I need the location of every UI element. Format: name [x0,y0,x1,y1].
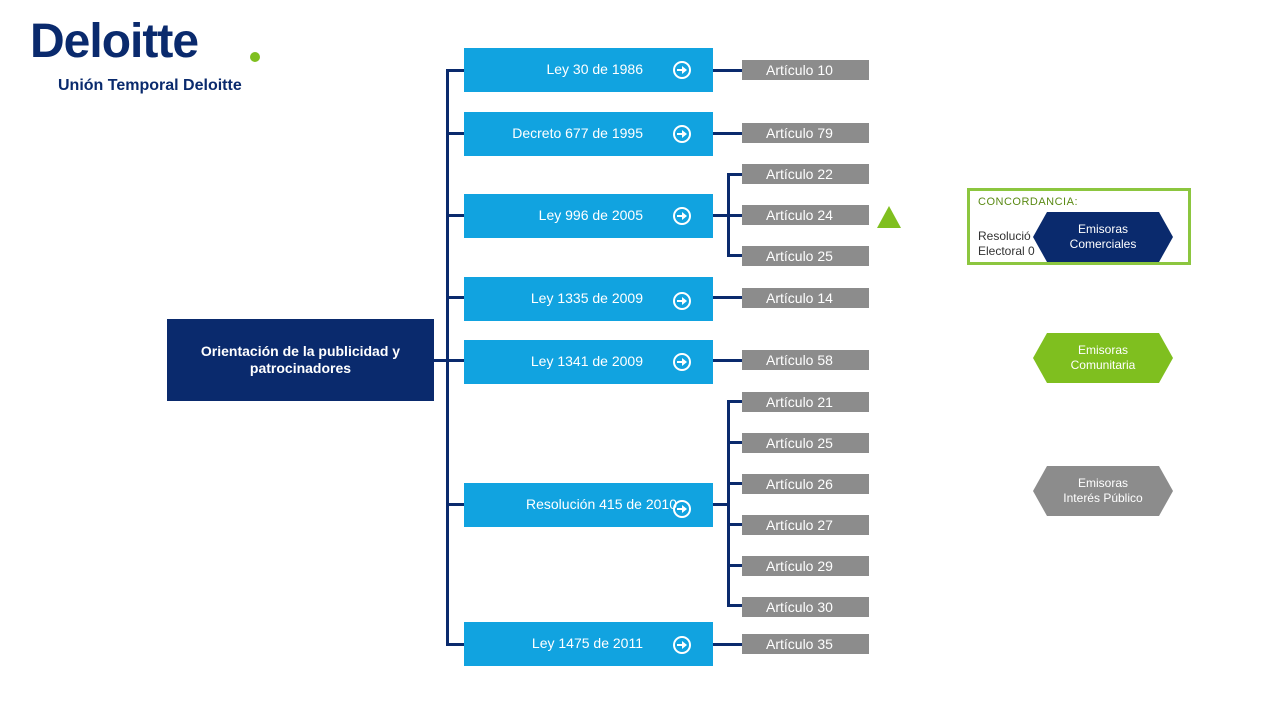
arrow-right-circle-icon[interactable] [673,125,691,143]
connector-article-6-trunk [727,400,730,607]
law-label: Resolución 415 de 2010 [525,496,677,512]
concordancia-body: Resolució Electoral 0 [978,229,1048,259]
filter-line-1: Emisoras [1077,343,1128,357]
law-box-ley-1341-2009[interactable]: Ley 1341 de 2009 [464,340,713,384]
article-box[interactable]: Artículo 30 [742,597,869,617]
connector-law-2 [446,132,464,135]
law-label: Ley 30 de 1986 [546,61,643,77]
filter-emisoras-comunitaria-button[interactable]: Emisoras Comunitaria [1033,333,1173,383]
article-box[interactable]: Artículo 25 [742,246,869,266]
article-box[interactable]: Artículo 10 [742,60,869,80]
connector-article-4 [713,296,742,299]
article-box[interactable]: Artículo 79 [742,123,869,143]
logo-wordmark: Deloitte [30,15,199,68]
connector-article-6b [727,441,742,444]
connector-root-stub [434,359,448,362]
up-triangle-icon [877,206,901,228]
concordancia-line-1: Resolució [978,229,1031,243]
connector-article-6-stub [713,503,729,506]
connector-article-6f [727,604,742,607]
article-box[interactable]: Artículo 26 [742,474,869,494]
connector-article-6d [727,523,742,526]
connector-law-5 [446,359,464,362]
law-box-ley-1335-2009[interactable]: Ley 1335 de 2009 [464,277,713,321]
concordancia-title: CONCORDANCIA: [978,196,1079,208]
article-box[interactable]: Artículo 24 [742,205,869,225]
law-box-ley-996-2005[interactable]: Ley 996 de 2005 [464,194,713,238]
filter-emisoras-interes-publico-button[interactable]: Emisoras Interés Público [1033,466,1173,516]
article-box[interactable]: Artículo 29 [742,556,869,576]
law-label: Decreto 677 de 1995 [512,125,643,141]
connector-article-3-stub [713,214,729,217]
connector-article-7 [713,643,742,646]
law-label: Ley 1475 de 2011 [531,635,643,651]
article-box[interactable]: Artículo 27 [742,515,869,535]
arrow-right-circle-icon[interactable] [673,292,691,310]
article-box[interactable]: Artículo 25 [742,433,869,453]
logo-subtitle: Unión Temporal Deloitte [58,77,242,94]
article-box[interactable]: Artículo 58 [742,350,869,370]
law-box-ley-1475-2011[interactable]: Ley 1475 de 2011 [464,622,713,666]
arrow-right-circle-icon[interactable] [673,500,691,518]
filter-emisoras-comerciales-button[interactable]: Emisoras Comerciales [1033,212,1173,262]
law-label: Ley 1341 de 2009 [530,353,643,369]
connector-article-6c [727,482,742,485]
law-label: Ley 1335 de 2009 [530,290,643,306]
concordancia-box: CONCORDANCIA: Resolució Electoral 0 [967,188,1191,265]
connector-law-4 [446,296,464,299]
article-box[interactable]: Artículo 22 [742,164,869,184]
connector-article-6a [727,400,742,403]
arrow-right-circle-icon[interactable] [673,353,691,371]
connector-article-3c [727,254,742,257]
filter-line-2: Interés Público [1063,491,1143,505]
law-box-decreto-677-1995[interactable]: Decreto 677 de 1995 [464,112,713,156]
concordancia-line-2: Electoral 0 [978,244,1035,258]
article-box[interactable]: Artículo 21 [742,392,869,412]
article-box[interactable]: Artículo 14 [742,288,869,308]
filter-line-1: Emisoras [1077,222,1128,236]
filter-line-2: Comunitaria [1070,358,1136,372]
law-label: Ley 996 de 2005 [538,207,643,223]
filter-line-1: Emisoras [1077,476,1128,490]
root-topic-box: Orientación de la publicidad y patrocina… [167,319,434,401]
article-box[interactable]: Artículo 35 [742,634,869,654]
connector-law-6 [446,503,464,506]
arrow-right-circle-icon[interactable] [673,61,691,79]
connector-law-3 [446,214,464,217]
deloitte-logo: Deloitte Unión Temporal Deloitte [30,15,270,94]
law-box-resolucion-415-2010[interactable]: Resolución 415 de 2010 [464,483,713,527]
logo-green-dot [250,52,260,62]
connector-article-1 [713,69,742,72]
law-box-ley-30-1986[interactable]: Ley 30 de 1986 [464,48,713,92]
connector-law-1 [446,69,464,72]
connector-article-3a [727,173,742,176]
arrow-right-circle-icon[interactable] [673,207,691,225]
connector-main-trunk [446,69,449,645]
connector-article-2 [713,132,742,135]
filter-line-2: Comerciales [1069,237,1137,251]
connector-article-6e [727,564,742,567]
connector-article-5 [713,359,742,362]
arrow-right-circle-icon[interactable] [673,636,691,654]
connector-law-7 [446,643,464,646]
connector-article-3b [727,214,742,217]
